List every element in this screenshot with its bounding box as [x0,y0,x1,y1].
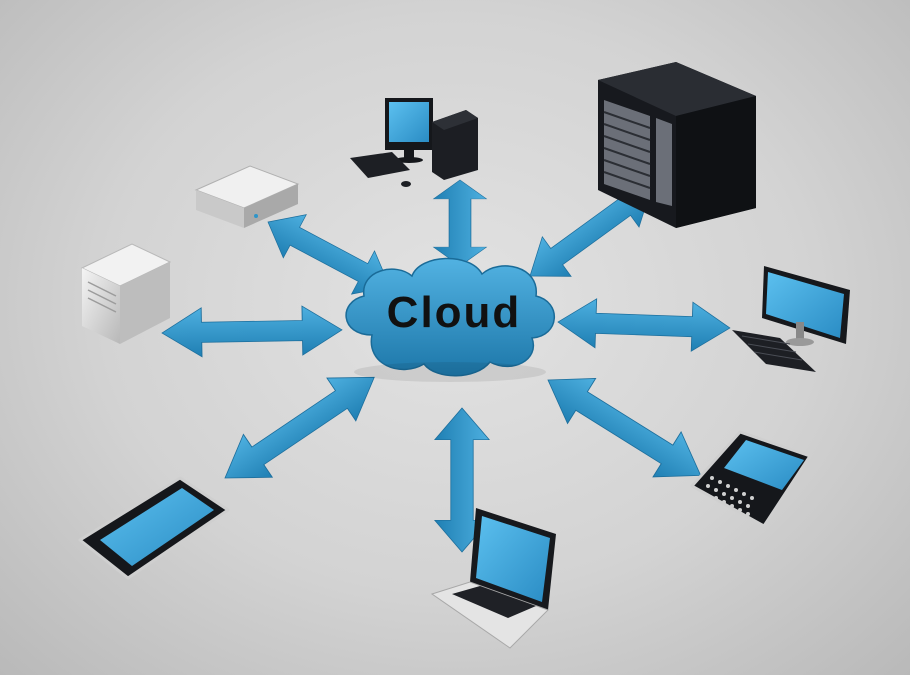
arrow-to-tower-server [161,304,343,358]
cloud-label: Cloud [387,288,522,337]
keyboard-phone-icon [690,430,812,528]
monitor-keyboard-icon [732,266,850,372]
network-appliance-icon [194,165,300,228]
server-rack-icon [598,62,756,228]
arrow-to-desktop-pc [433,179,487,267]
arrow-to-monitor-workstation [556,297,732,353]
arrow-to-keyboard-phone [533,357,716,499]
arrow-to-smartphone [210,355,390,500]
desktop-computer-icon [350,98,478,187]
smartphone-icon [78,476,230,580]
tower-server-icon [80,243,172,344]
cloud-shape [345,257,555,382]
laptop-icon [430,508,556,649]
